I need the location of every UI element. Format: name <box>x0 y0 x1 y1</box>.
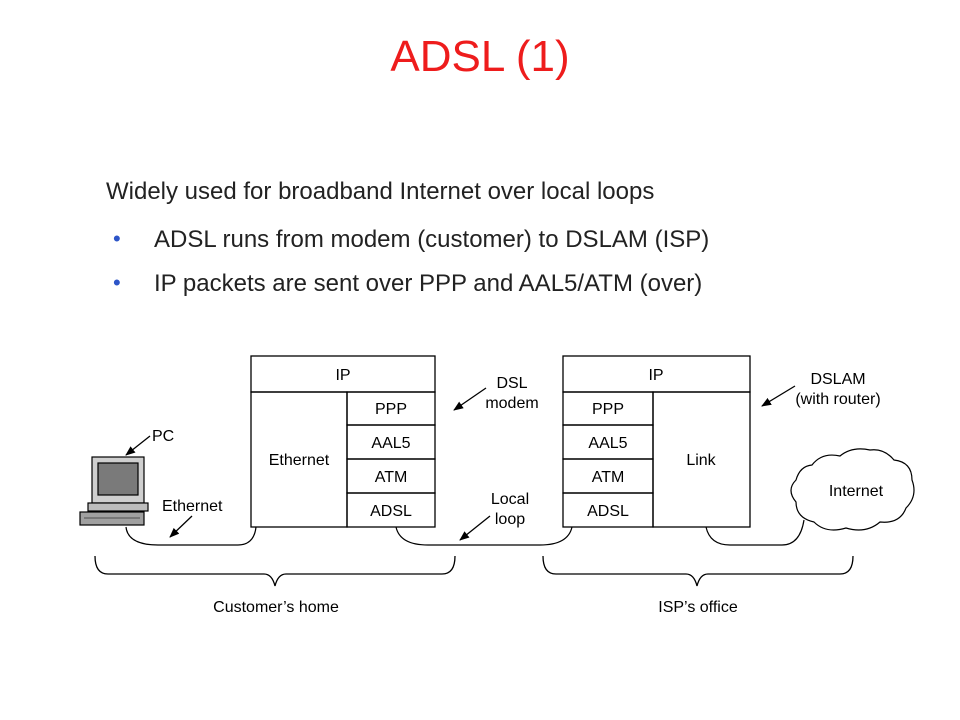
dslam-ip-label: IP <box>648 367 663 384</box>
dslam-arrow <box>761 385 796 407</box>
bullet-dot-icon: • <box>113 226 121 251</box>
bullet-dot-icon: • <box>113 270 121 295</box>
dsl-modem-label-line1: DSL <box>496 375 527 392</box>
pc-arrow <box>125 435 151 456</box>
local-loop-label-line1: Local <box>491 491 529 508</box>
customers-home-brace <box>94 555 456 587</box>
dslam-atm-label: ATM <box>592 469 625 486</box>
ethernet-cable-label: Ethernet <box>162 498 223 515</box>
isp-link-cable <box>705 519 805 546</box>
dsl-modem-label-line2: modem <box>485 395 538 412</box>
callout-arrows <box>125 385 796 541</box>
bullet-text: ADSL runs from modem (customer) to DSLAM… <box>154 226 710 253</box>
local-loop-cable <box>395 526 573 546</box>
dslam-aal5-label: AAL5 <box>588 435 627 452</box>
modem-ethernet-label: Ethernet <box>269 452 330 469</box>
ethernet-cable <box>125 526 257 546</box>
local-loop-arrow <box>459 515 491 541</box>
slide-title: ADSL (1) <box>390 32 570 81</box>
internet-cloud-icon <box>790 448 915 531</box>
pc-computer-icon <box>79 456 149 526</box>
modem-ppp-label: PPP <box>375 401 407 418</box>
dslam-protocol-stack <box>562 355 751 528</box>
dsl-modem-arrow <box>453 387 487 411</box>
bullet-text: IP packets are sent over PPP and AAL5/AT… <box>154 270 703 297</box>
dslam-adsl-label: ADSL <box>587 503 629 520</box>
intro-text: Widely used for broadband Internet over … <box>106 178 655 205</box>
dslam-link-label: Link <box>686 452 716 469</box>
dslam-label-line1: DSLAM <box>810 371 865 388</box>
modem-adsl-label: ADSL <box>370 503 412 520</box>
ethernet-arrow <box>169 515 193 538</box>
modem-protocol-stack <box>250 355 436 528</box>
local-loop-label-line2: loop <box>495 511 525 528</box>
dslam-label-line2: (with router) <box>795 391 880 408</box>
cables <box>125 519 805 546</box>
braces <box>94 555 854 587</box>
modem-atm-label: ATM <box>375 469 408 486</box>
modem-aal5-label: AAL5 <box>371 435 410 452</box>
pc-label: PC <box>152 428 174 445</box>
modem-adsl-layer <box>346 492 436 528</box>
isps-office-brace <box>542 555 854 587</box>
customers-home-label: Customer’s home <box>213 599 339 616</box>
dslam-ppp-label: PPP <box>592 401 624 418</box>
dslam-link-layer <box>652 391 751 528</box>
internet-label: Internet <box>829 483 884 500</box>
modem-ip-label: IP <box>335 367 350 384</box>
isps-office-label: ISP’s office <box>658 599 738 616</box>
